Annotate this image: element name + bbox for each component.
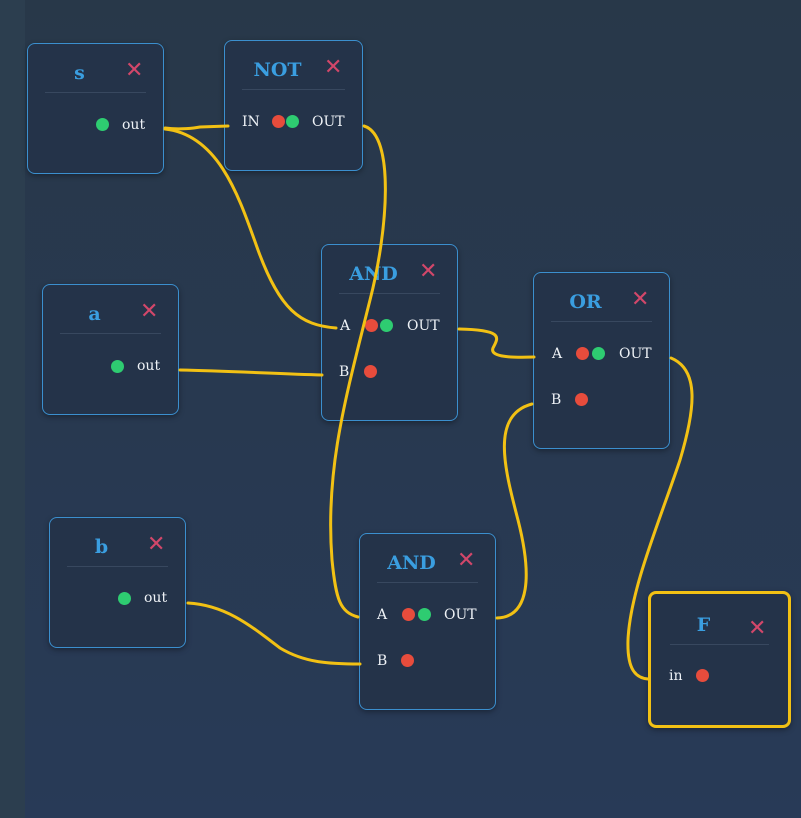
close-icon[interactable]: ✕	[147, 532, 166, 557]
node-not[interactable]: NOT ✕ IN OUT	[224, 40, 363, 171]
output-port[interactable]	[286, 115, 299, 128]
output-label: OUT	[407, 318, 440, 334]
close-icon[interactable]: ✕	[140, 299, 159, 324]
input-label: in	[669, 668, 683, 684]
divider	[242, 89, 345, 90]
close-icon[interactable]: ✕	[748, 616, 767, 641]
input-a-label: A	[552, 346, 563, 362]
wire-and2-to-or[interactable]	[495, 402, 534, 620]
node-title: NOT	[253, 59, 302, 81]
input-b-port[interactable]	[364, 365, 377, 378]
input-port[interactable]	[272, 115, 285, 128]
output-port[interactable]	[418, 608, 431, 621]
input-a-port[interactable]	[365, 319, 378, 332]
node-and-1[interactable]: AND ✕ A OUT B	[321, 244, 458, 421]
input-a-port[interactable]	[402, 608, 415, 621]
wire-b-to-and2[interactable]	[186, 601, 362, 666]
output-label: out	[137, 358, 161, 374]
left-edge-panel	[0, 0, 25, 818]
input-label: IN	[242, 114, 260, 130]
node-or[interactable]: OR ✕ A OUT B	[533, 272, 670, 449]
divider	[67, 566, 168, 567]
node-title: OR	[569, 291, 602, 313]
node-title: s	[74, 62, 85, 84]
node-b[interactable]: b ✕ out	[49, 517, 186, 648]
divider	[670, 644, 769, 645]
close-icon[interactable]: ✕	[457, 548, 476, 573]
output-port[interactable]	[111, 360, 124, 373]
output-port[interactable]	[118, 592, 131, 605]
input-b-label: B	[551, 392, 562, 408]
node-title: F	[696, 614, 711, 636]
node-s[interactable]: s ✕ out	[27, 43, 164, 174]
output-label: OUT	[312, 114, 345, 130]
divider	[551, 321, 652, 322]
input-b-port[interactable]	[575, 393, 588, 406]
input-a-label: A	[377, 607, 388, 623]
output-label: OUT	[444, 607, 477, 623]
output-label: out	[144, 590, 168, 606]
node-title: b	[94, 536, 109, 558]
close-icon[interactable]: ✕	[324, 55, 343, 80]
node-title: AND	[349, 263, 398, 285]
wire-s-to-not[interactable]	[163, 124, 230, 131]
node-f[interactable]: F ✕ in	[648, 591, 791, 728]
divider	[339, 293, 440, 294]
input-a-label: A	[340, 318, 351, 334]
output-label: out	[122, 117, 146, 133]
output-port[interactable]	[592, 347, 605, 360]
close-icon[interactable]: ✕	[631, 287, 650, 312]
node-and-2[interactable]: AND ✕ A OUT B	[359, 533, 496, 710]
input-port[interactable]	[696, 669, 709, 682]
divider	[60, 333, 161, 334]
node-title: a	[88, 303, 101, 325]
close-icon[interactable]: ✕	[125, 58, 144, 83]
node-a[interactable]: a ✕ out	[42, 284, 179, 415]
input-a-port[interactable]	[576, 347, 589, 360]
divider	[45, 92, 146, 93]
node-title: AND	[387, 552, 436, 574]
input-b-label: B	[377, 653, 388, 669]
divider	[377, 582, 478, 583]
input-b-label: B	[339, 364, 350, 380]
wire-a-to-and1[interactable]	[178, 368, 324, 377]
output-port[interactable]	[380, 319, 393, 332]
close-icon[interactable]: ✕	[419, 259, 438, 284]
input-b-port[interactable]	[401, 654, 414, 667]
output-port[interactable]	[96, 118, 109, 131]
output-label: OUT	[619, 346, 652, 362]
wire-and1-to-or[interactable]	[457, 327, 536, 359]
